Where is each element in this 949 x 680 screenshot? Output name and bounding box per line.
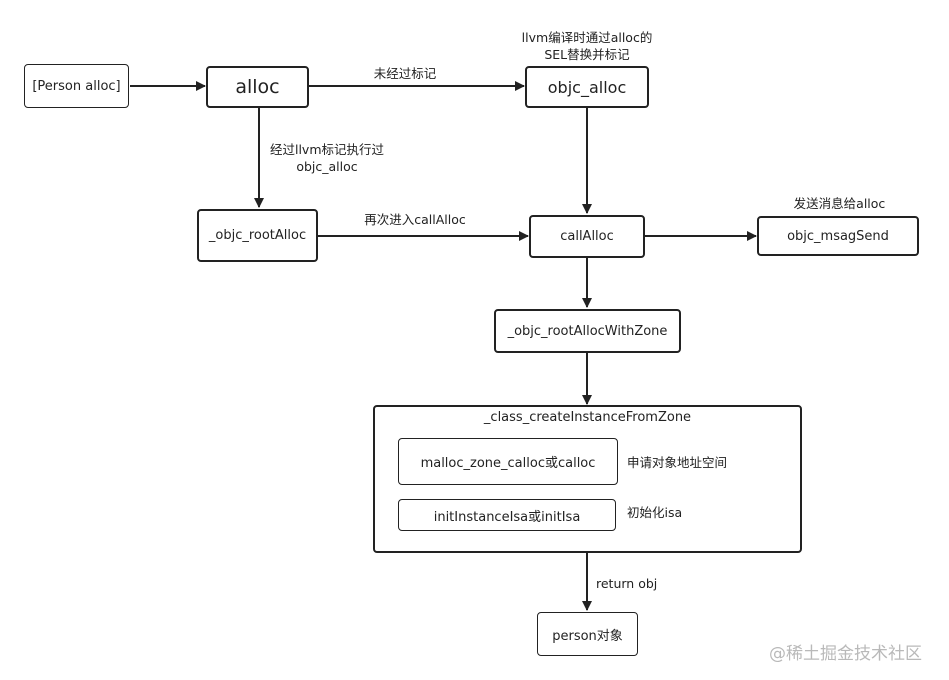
node-alloc: alloc (206, 66, 309, 108)
label-marked-line1: 经过llvm标记执行过 (269, 142, 385, 157)
node-person-object: person对象 (537, 612, 638, 656)
label-return-obj: return obj (596, 576, 658, 591)
container-title: _class_createInstanceFromZone (483, 410, 692, 425)
label-marked-line2: objc_alloc (296, 159, 358, 174)
label-init-isa: 初始化isa (627, 505, 683, 520)
node-init-instance-isa: initInstanceIsa或initIsa (398, 499, 616, 531)
node-objc-msagsend: objc_msagSend (757, 216, 919, 256)
node-callalloc: callAlloc (529, 215, 645, 258)
label-llvm-replace-line2: SEL替换并标记 (544, 47, 630, 62)
label-not-marked: 未经过标记 (373, 66, 437, 81)
label-send-message: 发送消息给alloc (793, 196, 886, 211)
label-apply-memory: 申请对象地址空间 (627, 455, 728, 470)
node-person-alloc: [Person alloc] (24, 64, 129, 108)
watermark: @稀土掘金技术社区 (769, 644, 922, 664)
label-reenter-callalloc: 再次进入callAlloc (364, 212, 466, 227)
node-objc-rootallocwithzone: _objc_rootAllocWithZone (494, 309, 681, 353)
node-malloc-zone-calloc: malloc_zone_calloc或calloc (398, 438, 618, 485)
node-objc-alloc: objc_alloc (525, 66, 649, 108)
node-objc-rootalloc: _objc_rootAlloc (197, 209, 318, 262)
label-llvm-replace-line1: llvm编译时通过alloc的 (521, 30, 653, 45)
